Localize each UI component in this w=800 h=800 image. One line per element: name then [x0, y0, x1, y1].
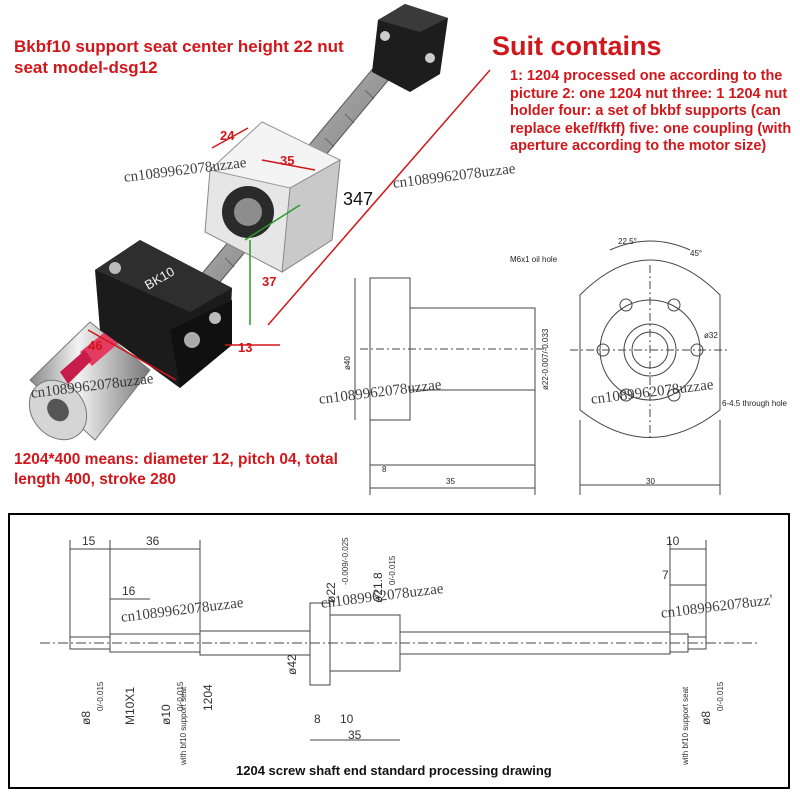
shaft-d10: ø10 [159, 704, 173, 725]
spec-note: 1204*400 means: diameter 12, pitch 04, t… [14, 451, 338, 488]
shaft-d8-right-tol: 0/-0.015 [716, 681, 725, 711]
dim-46: 46 [88, 338, 102, 353]
shaft-caption: 1204 screw shaft end standard processing… [236, 763, 552, 778]
nut-d22: ø22-0.007/-0.033 [541, 328, 550, 390]
shaft-d42: ø42 [285, 654, 299, 675]
top-support-seat [372, 4, 448, 92]
nut-seat-block [204, 121, 342, 273]
dim-24: 24 [220, 128, 235, 143]
shaft-dim-8: 8 [314, 712, 321, 726]
shaft-note-left: with bf10 support seat [179, 686, 188, 766]
shaft-dim-16: 16 [122, 584, 136, 598]
shaft-dim-15: 15 [82, 534, 96, 548]
shaft-drawing: 15 36 16 10 7 8 10 35 ø22 ø21.8 ø42 1204… [40, 534, 760, 766]
height-dimension-top [244, 204, 301, 241]
dim-37: 37 [262, 274, 276, 289]
shaft-dim-35: 35 [348, 728, 362, 742]
shaft-dim-10b: 10 [340, 712, 354, 726]
shaft-d21-tol: 0/-0.015 [388, 555, 397, 585]
angle-22-5: 22.5° [618, 237, 637, 246]
nut-flange-front [579, 259, 721, 438]
shaft-d8-right: ø8 [699, 711, 713, 725]
product-title: Bkbf10 support seat center height 22 nut… [14, 37, 344, 77]
nut-d32: ø32 [704, 331, 718, 340]
shaft-dim-10: 10 [666, 534, 680, 548]
nut-dim-35: 35 [446, 477, 455, 486]
shaft-note-right: with bf10 support seat [681, 686, 690, 766]
shaft-d22-tol: -0.009/-0.025 [341, 537, 350, 585]
suit-contents-list: 1: 1204 processed one according to the p… [510, 68, 792, 155]
photo-dimension-lines [87, 69, 491, 381]
dim-13: 13 [238, 340, 252, 355]
dim-347: 347 [343, 189, 373, 209]
shaft-dim-36: 36 [146, 534, 160, 548]
nut-d40: ø40 [343, 356, 352, 370]
shaft-drawing-frame: 15 36 16 10 7 8 10 35 ø22 ø21.8 ø42 1204… [8, 513, 790, 789]
shaft-nut-flange [309, 602, 331, 686]
nut-dim-30: 30 [646, 477, 655, 486]
oil-hole-label: M6x1 oil hole [510, 255, 558, 264]
dim-35: 35 [280, 153, 294, 168]
shaft-m10: M10X1 [123, 687, 137, 725]
shaft-d10-tol: 0/-0.015 [176, 681, 185, 711]
suit-contains-heading: Suit contains [492, 31, 662, 61]
through-hole-label: 6-4.5 through hole [722, 399, 787, 408]
shaft-end-right [687, 636, 707, 650]
shaft-d22: ø22 [324, 582, 338, 603]
shaft-dim-7: 7 [662, 568, 669, 582]
bk10-support-seat: BK10 [95, 240, 232, 388]
shaft-d8-left-tol: 0/-0.015 [96, 681, 105, 711]
shaft-1204: 1204 [201, 684, 215, 711]
nut-dim-8: 8 [382, 465, 387, 474]
shaft-d8-left: ø8 [79, 711, 93, 725]
angle-45: 45° [690, 249, 702, 258]
shaft-d21: ø21.8 [371, 572, 385, 603]
